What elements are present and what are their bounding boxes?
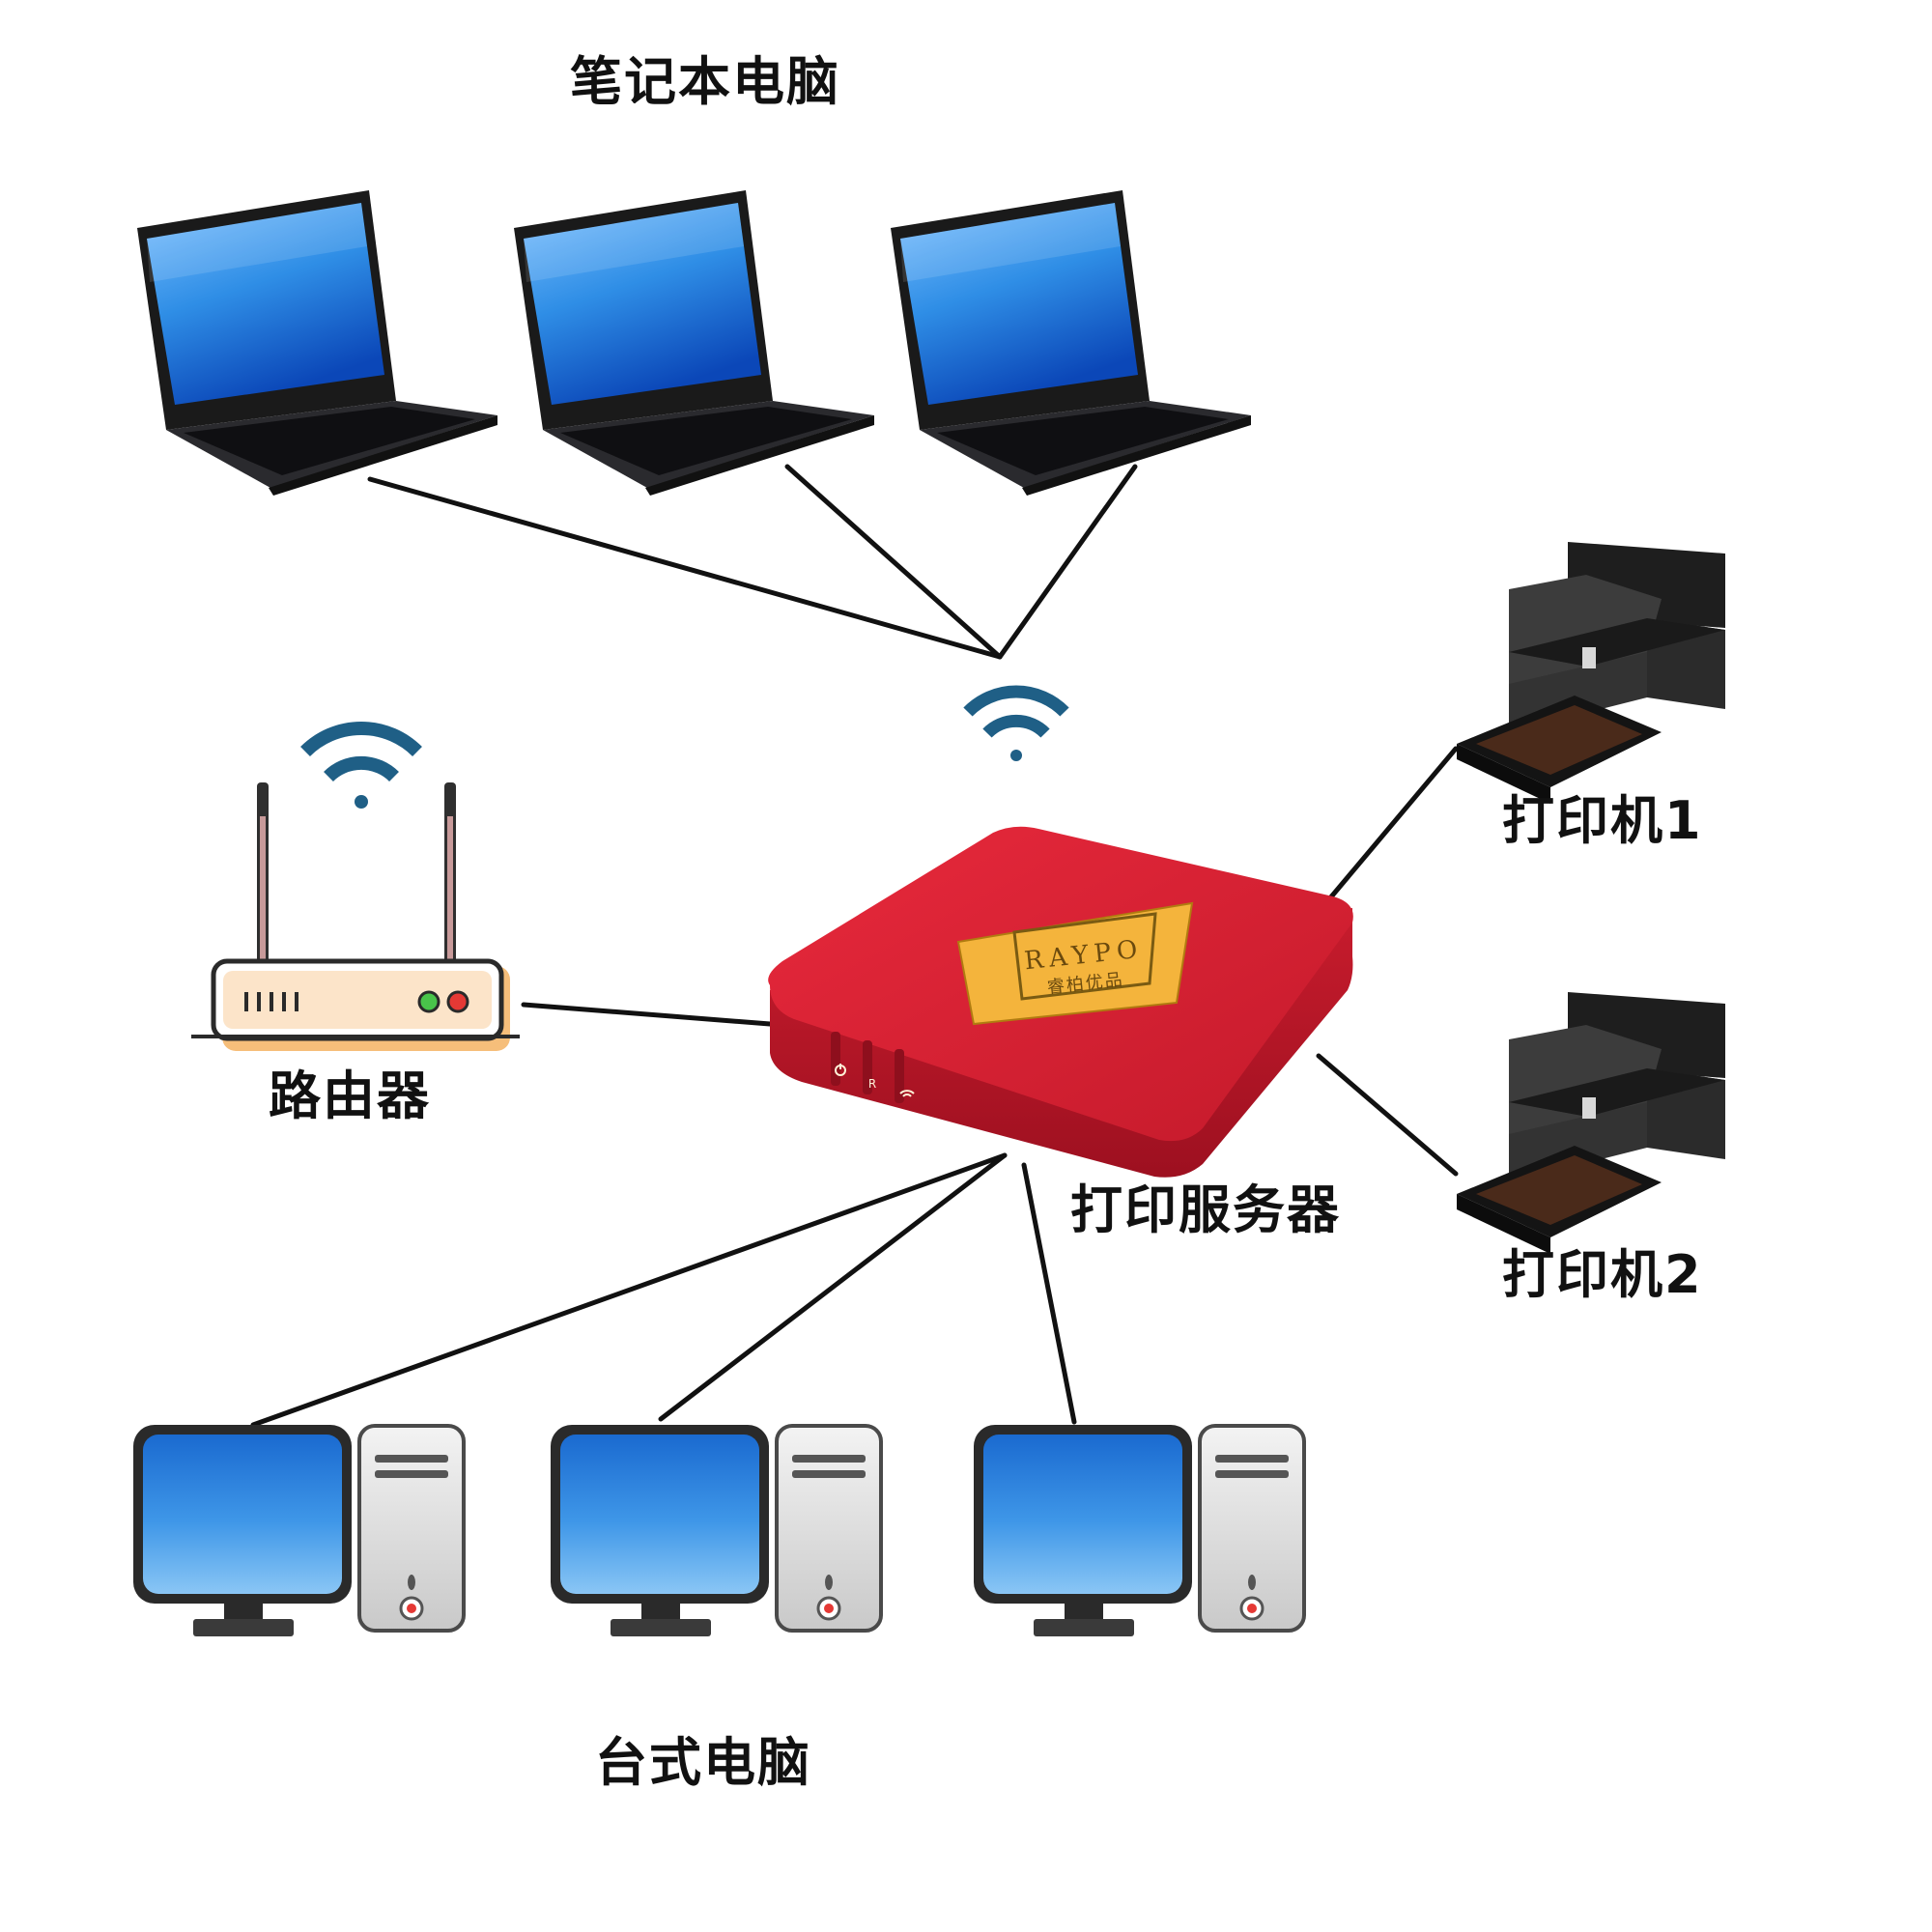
desktop-computer-icon — [133, 1424, 466, 1636]
wifi-icon — [963, 685, 1069, 761]
print-server-box-icon: RAYPO 睿柏优品 R — [768, 826, 1353, 1178]
link-desktop-2 — [658, 1152, 1008, 1422]
wifi-led-icon — [899, 1090, 915, 1097]
link-desktop-3 — [1021, 1162, 1077, 1425]
link-desktop-1 — [250, 1152, 1008, 1428]
link-server-printer1 — [1321, 746, 1459, 909]
link-laptop-3 — [997, 464, 1138, 660]
router-icon — [191, 782, 520, 1051]
laptop-icon — [137, 190, 497, 496]
connection-lines — [250, 464, 1459, 1428]
link-router-server — [521, 1002, 773, 1027]
power-icon — [835, 1064, 846, 1076]
laptop-icon — [514, 190, 874, 496]
printer-2-label: 打印机2 — [1502, 1244, 1703, 1305]
receipt-printer-icon — [1457, 992, 1725, 1254]
link-server-printer2 — [1316, 1053, 1459, 1177]
desktop-computer-icon — [551, 1424, 883, 1636]
laptop-icon — [891, 190, 1251, 496]
receipt-printer-icon — [1457, 542, 1725, 804]
desktops-label: 台式电脑 — [595, 1732, 811, 1793]
print-server-label: 打印服务器 — [1070, 1179, 1341, 1240]
printer-1-label: 打印机1 — [1502, 790, 1703, 851]
wifi-icon — [300, 721, 422, 809]
laptops-label: 笔记本电脑 — [570, 51, 840, 112]
reset-led-label: R — [868, 1077, 876, 1091]
router-label: 路由器 — [269, 1065, 431, 1126]
link-laptop-2 — [784, 464, 1003, 660]
link-laptop-1 — [367, 476, 1003, 660]
desktop-computer-icon — [974, 1424, 1306, 1636]
